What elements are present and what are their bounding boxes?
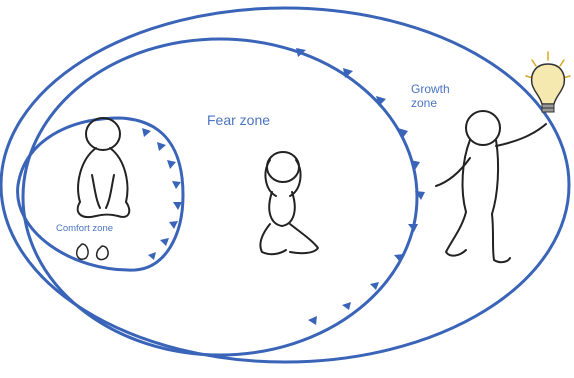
slippers-icon xyxy=(77,244,108,260)
comfort-zone-arrows xyxy=(142,128,182,260)
sitting-person xyxy=(78,118,130,217)
growth-zone-boundary xyxy=(1,8,569,362)
kneeling-person xyxy=(260,152,318,254)
comfort-zone-label: Comfort zone xyxy=(56,224,113,235)
growth-zone-label: Growth zone xyxy=(411,83,450,111)
fear-zone-arrows xyxy=(296,48,425,325)
walking-person-with-lightbulb xyxy=(436,111,546,262)
growth-zone-label-line1: Growth xyxy=(411,83,450,97)
lightbulb-icon xyxy=(526,52,570,112)
fear-zone-label: Fear zone xyxy=(207,112,270,128)
growth-zone-label-line2: zone xyxy=(411,97,450,111)
